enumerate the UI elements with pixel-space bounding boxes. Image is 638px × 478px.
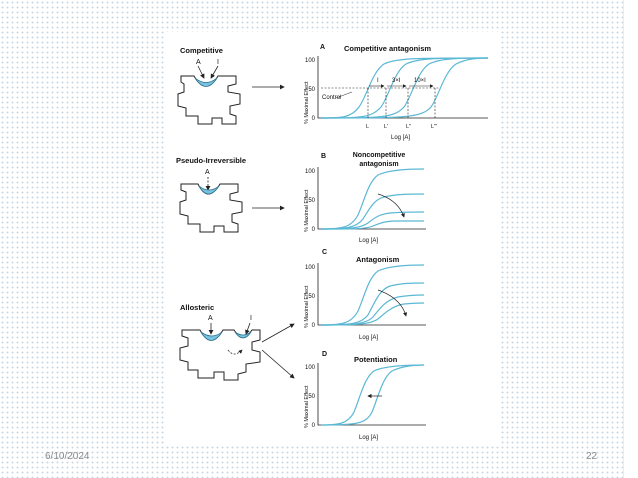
graph-b-noncompetitive-antagonism: B Noncompetitive antagonism % Maximal Ef… bbox=[304, 152, 426, 244]
graph-c-curve-2 bbox=[320, 282, 425, 326]
graph-a-curve-i bbox=[320, 57, 489, 119]
graph-b-title-line2: antagonism bbox=[359, 161, 398, 168]
graph-b-curve-3 bbox=[320, 211, 425, 230]
graph-b-trend-arrow bbox=[377, 193, 405, 218]
allosteric-arrow-antagonism bbox=[261, 323, 295, 343]
graph-a-annotation-control: Control bbox=[322, 95, 341, 101]
graph-d-potentiation: D Potentiation % Maximal Effect 100 50 0… bbox=[304, 351, 426, 441]
graph-c-trend-arrow bbox=[377, 289, 408, 317]
graph-d-ytick-100: 100 bbox=[305, 365, 316, 371]
allosteric-receptor-panel: Allosteric A I bbox=[179, 303, 295, 381]
graph-b-letter: B bbox=[321, 153, 326, 160]
graph-a-curve-10i bbox=[320, 57, 489, 119]
graph-b-curve-2 bbox=[320, 193, 425, 230]
graph-a-annotation-i: I bbox=[377, 78, 379, 84]
graph-c-antagonism: C Antagonism % Maximal Effect 100 50 0 L… bbox=[304, 249, 426, 341]
allosteric-coupling-arrow bbox=[227, 349, 243, 355]
allosteric-arrow-potentiation bbox=[261, 349, 295, 379]
graph-c-axes bbox=[317, 263, 426, 326]
graph-a-title: Competitive antagonism bbox=[344, 44, 431, 53]
graph-d-axes bbox=[317, 363, 426, 426]
graph-a-letter: A bbox=[320, 44, 325, 51]
graph-d-ylabel: % Maximal Effect bbox=[304, 385, 310, 428]
graph-a-xtick-l3: L''' bbox=[431, 124, 437, 130]
graph-b-ytick-50: 50 bbox=[308, 198, 315, 204]
graph-a-xlabel: Log [A] bbox=[391, 135, 410, 141]
pseudo-agonist-label: A bbox=[205, 169, 210, 176]
graph-a-curve-control bbox=[320, 57, 489, 119]
competitive-binding-site bbox=[194, 77, 218, 87]
pseudo-binding-site bbox=[198, 185, 220, 195]
graph-c-curves bbox=[320, 264, 425, 326]
graph-b-curve-4 bbox=[320, 220, 424, 230]
graph-d-letter: D bbox=[322, 351, 327, 358]
allosteric-orthosteric-site bbox=[200, 331, 223, 341]
graph-b-title-line1: Noncompetitive bbox=[353, 152, 406, 159]
graph-c-curve-4 bbox=[320, 302, 425, 326]
graph-a-curves bbox=[320, 57, 489, 119]
graph-d-curve-control bbox=[320, 364, 425, 426]
graph-d-curves bbox=[320, 364, 425, 426]
graph-d-curve-potentiated bbox=[320, 364, 425, 426]
graph-b-axes bbox=[317, 167, 426, 230]
graph-b-ylabel: % Maximal Effect bbox=[304, 189, 310, 232]
competitive-inhibitor-label: I bbox=[217, 59, 219, 66]
graph-c-curve-control bbox=[320, 264, 425, 326]
allosteric-receptor-shape bbox=[179, 329, 261, 381]
competitive-receptor-panel: Competitive A I bbox=[177, 46, 285, 125]
graph-a-xtick-l2: L'' bbox=[406, 124, 411, 130]
graph-a-annotation-10i: 10×I bbox=[414, 78, 426, 84]
graph-d-title: Potentiation bbox=[354, 355, 398, 364]
graph-c-title: Antagonism bbox=[356, 255, 400, 264]
graph-a-axes bbox=[317, 56, 488, 119]
graph-c-curve-3 bbox=[320, 294, 425, 326]
pseudo-title: Pseudo-Irreversible bbox=[176, 156, 246, 165]
allosteric-inhibitor-label: I bbox=[250, 315, 252, 322]
graph-d-ytick-0: 0 bbox=[312, 423, 316, 429]
allosteric-title: Allosteric bbox=[180, 303, 214, 312]
competitive-agonist-label: A bbox=[196, 59, 201, 66]
slide-page-number: 22 bbox=[586, 451, 598, 462]
graph-a-xtick-l1: L' bbox=[384, 124, 388, 130]
graph-c-ytick-100: 100 bbox=[305, 265, 316, 271]
slide-right-margin bbox=[623, 0, 638, 478]
allosteric-agonist-label: A bbox=[208, 315, 213, 322]
graph-b-curves bbox=[320, 168, 425, 230]
graph-a-ytick-100: 100 bbox=[305, 58, 316, 64]
pharmacology-figure: Competitive A I Pseudo-Irreversible A Al… bbox=[166, 32, 501, 445]
pseudo-receptor-panel: Pseudo-Irreversible A bbox=[176, 156, 285, 233]
graph-b-ytick-100: 100 bbox=[305, 169, 316, 175]
graph-c-ylabel: % Maximal Effect bbox=[304, 285, 310, 328]
graph-c-ytick-50: 50 bbox=[308, 294, 315, 300]
graph-c-xlabel: Log [A] bbox=[359, 335, 378, 341]
graph-b-xlabel: Log [A] bbox=[359, 238, 378, 244]
allosteric-site bbox=[234, 331, 252, 339]
graph-c-letter: C bbox=[322, 249, 327, 256]
slide-date: 6/10/2024 bbox=[45, 451, 90, 462]
graph-a-xtick-l: L bbox=[366, 124, 369, 130]
graph-a-ytick-50: 50 bbox=[308, 87, 315, 93]
graph-a-annotation-3i: 3×I bbox=[392, 78, 401, 84]
figure-svg: Competitive A I Pseudo-Irreversible A Al… bbox=[176, 44, 489, 441]
graph-a-ec50-guides bbox=[321, 87, 440, 119]
graph-b-ytick-0: 0 bbox=[312, 227, 316, 233]
graph-b-curve-control bbox=[320, 168, 425, 230]
graph-a-competitive-antagonism: A Competitive antagonism % Maximal Effec… bbox=[304, 44, 489, 141]
graph-d-ytick-50: 50 bbox=[308, 394, 315, 400]
graph-c-ytick-0: 0 bbox=[312, 323, 316, 329]
competitive-title: Competitive bbox=[180, 46, 223, 55]
graph-a-ytick-0: 0 bbox=[312, 116, 316, 122]
graph-d-xlabel: Log [A] bbox=[359, 435, 378, 441]
graph-a-ylabel: % Maximal Effect bbox=[304, 81, 310, 124]
